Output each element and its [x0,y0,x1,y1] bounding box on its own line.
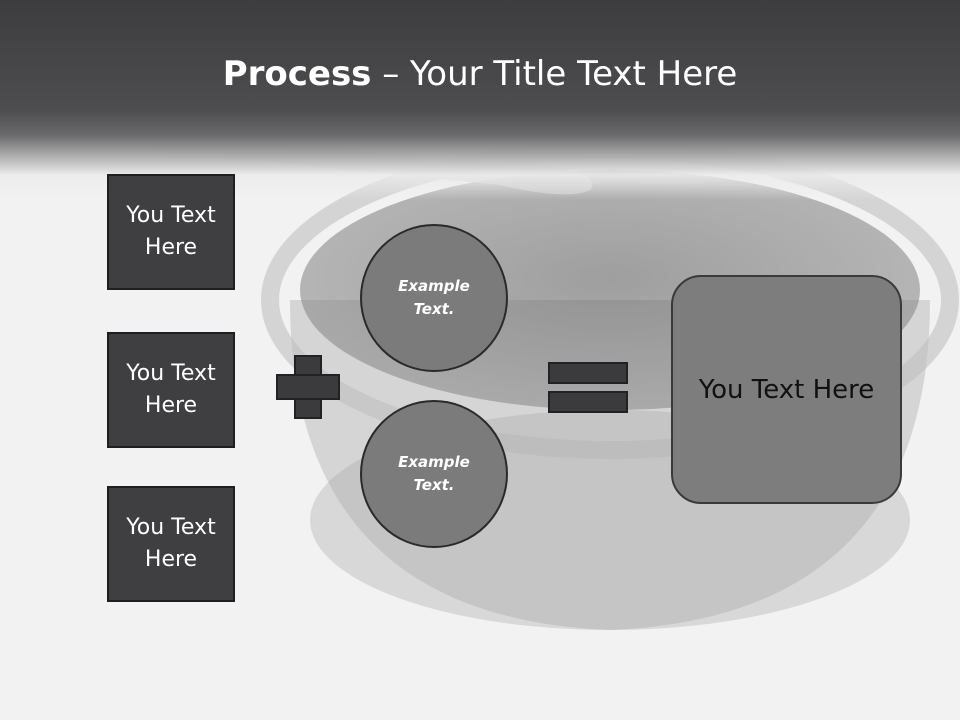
title-rest: – Your Title Text Here [371,54,738,94]
text-box-1[interactable]: You Text Here [107,174,235,290]
circle-label: Example Text. [398,453,470,494]
text-box-3[interactable]: You Text Here [107,486,235,602]
text-box-label: You Text Here [126,515,216,572]
result-label: You Text Here [698,374,875,405]
example-circle-1[interactable]: Example Text. [360,224,508,372]
circle-label: Example Text. [398,277,470,318]
result-box[interactable]: You Text Here [671,275,902,504]
slide-title: Process – Your Title Text Here [0,50,960,98]
text-box-label: You Text Here [126,203,216,260]
title-bold: Process [222,54,372,94]
text-box-label: You Text Here [126,361,216,418]
title-band [0,0,960,200]
example-circle-2[interactable]: Example Text. [360,400,508,548]
text-box-2[interactable]: You Text Here [107,332,235,448]
